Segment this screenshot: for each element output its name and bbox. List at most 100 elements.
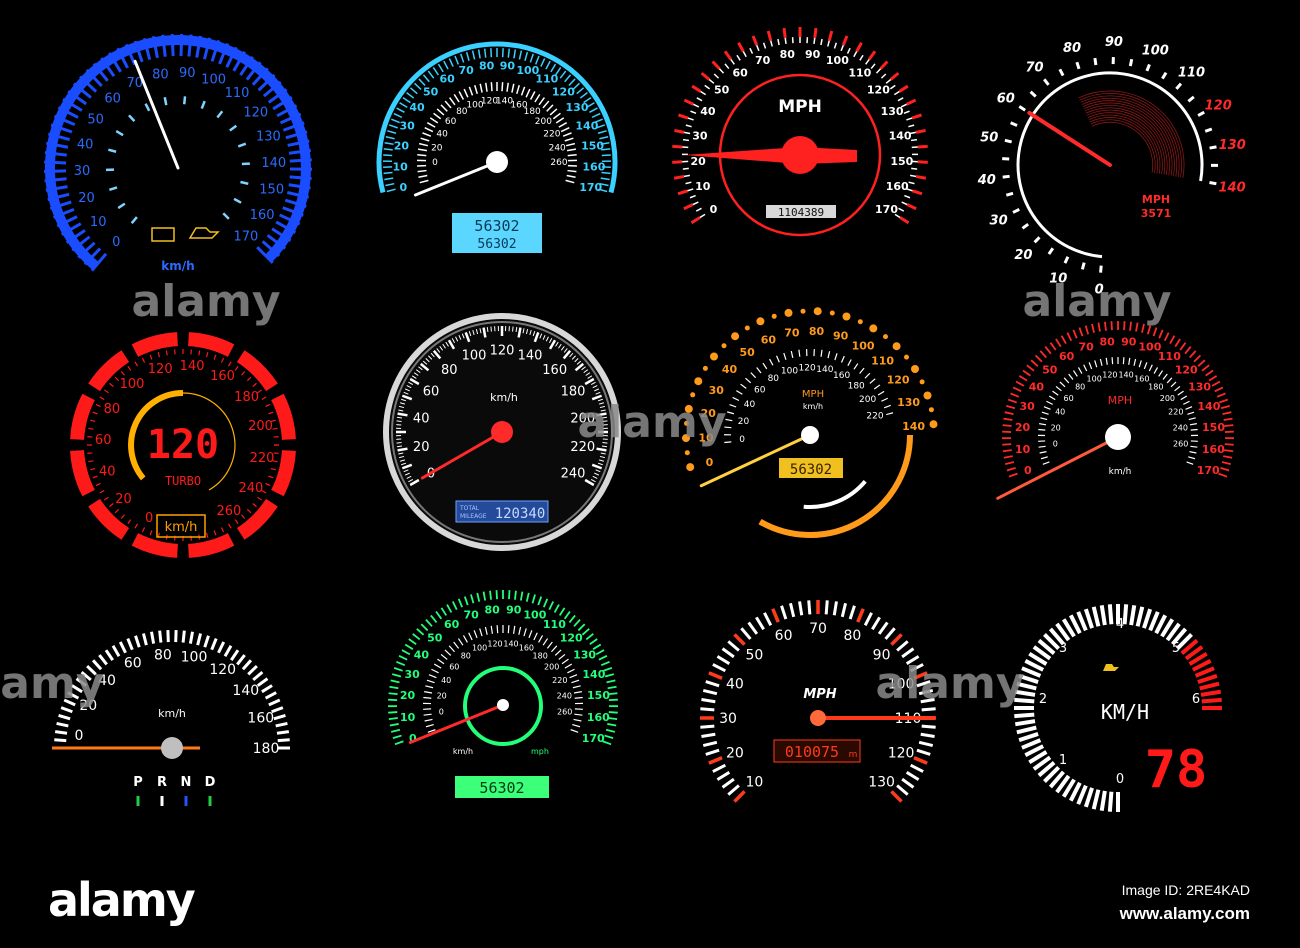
fine-tick <box>213 530 217 536</box>
tach-bar <box>1194 666 1215 678</box>
inner-tick <box>431 668 439 674</box>
ring-tick <box>133 40 144 63</box>
fine-tick <box>120 514 125 519</box>
red-tick <box>1006 404 1016 410</box>
orange-dot <box>892 342 901 351</box>
minor-tick <box>422 360 428 365</box>
minor-tick <box>601 413 607 415</box>
ring-tick <box>702 740 718 748</box>
minor-tick <box>585 372 591 376</box>
needle <box>684 147 857 164</box>
red-tick <box>917 144 928 149</box>
kmh-label: 140 <box>503 639 518 648</box>
fine-tick <box>90 419 96 423</box>
green-tick <box>495 590 498 600</box>
speed-label: 80 <box>441 363 458 378</box>
speed-label: 60 <box>124 656 142 672</box>
white-tick <box>704 84 711 90</box>
ring-tick <box>712 763 727 773</box>
mph-label: 130 <box>566 101 589 114</box>
ring-tick <box>271 227 292 242</box>
fine-tick <box>127 519 132 524</box>
minor-tick <box>579 363 584 368</box>
ring-tick <box>909 763 924 773</box>
green-tick <box>388 717 398 721</box>
orange-dot <box>829 310 835 316</box>
fine-tick <box>220 527 225 533</box>
ring-tick <box>60 222 82 236</box>
ring-tick <box>700 724 715 729</box>
inner-tick <box>560 127 570 133</box>
minor-tick <box>408 381 414 386</box>
green-tick <box>435 610 443 620</box>
green-tick <box>390 679 400 684</box>
inner-tick <box>1128 357 1131 365</box>
tach-bar <box>1048 627 1065 646</box>
fine-tick <box>261 396 267 401</box>
minor-tick <box>597 462 603 466</box>
green-tick <box>573 619 581 627</box>
fine-tick <box>114 508 120 514</box>
speed-label: 140 <box>261 156 286 171</box>
outer-tick <box>513 49 517 59</box>
speed-label: 120 <box>867 84 890 97</box>
red-tick <box>1034 354 1043 363</box>
red-major-tick <box>856 608 865 623</box>
outer-tick <box>594 118 603 124</box>
orange-dot <box>702 365 708 371</box>
green-tick <box>604 734 614 740</box>
inner-tick <box>474 84 478 95</box>
minor-tick <box>475 329 479 335</box>
green-tick <box>425 619 433 627</box>
inner-tick <box>736 390 743 395</box>
white-tick <box>906 117 913 121</box>
green-tick <box>416 628 425 636</box>
ring-tick <box>256 677 269 687</box>
white-tick <box>713 73 720 79</box>
fine-tick <box>213 354 217 360</box>
white-tick <box>699 213 706 219</box>
inner-tick <box>115 129 124 137</box>
ring-tick <box>67 90 88 106</box>
speed-label: 160 <box>250 208 275 223</box>
ring-tick <box>50 123 73 134</box>
ring-tick <box>230 649 240 661</box>
red-tick <box>1201 364 1210 372</box>
inner-tick <box>567 154 577 157</box>
green-tick <box>604 673 615 678</box>
kmh-label: 260 <box>1173 440 1188 449</box>
outer-tick <box>576 87 585 95</box>
mph-label: 170 <box>1197 464 1220 477</box>
inner-tick <box>418 142 429 147</box>
orange-dot <box>928 407 934 413</box>
ring-tick <box>276 730 290 735</box>
red-tick <box>677 113 689 120</box>
red-tick <box>700 71 711 81</box>
outer-tick <box>448 58 454 67</box>
minor-tick <box>409 378 415 382</box>
minor-tick <box>522 328 525 334</box>
inner-tick <box>437 658 445 665</box>
fine-tick <box>92 475 98 479</box>
ring-tick <box>141 633 148 646</box>
minor-tick <box>532 331 536 337</box>
inner-tick <box>542 100 550 109</box>
rpm-label: 5 <box>1172 641 1180 656</box>
needle <box>996 435 1120 500</box>
red-tick <box>1223 417 1233 421</box>
white-tick <box>827 40 830 47</box>
mph-title: MPH <box>778 97 822 117</box>
mileage-label: TOTAL <box>459 505 480 512</box>
ring-tick <box>90 252 108 272</box>
tach-bar <box>1016 725 1037 735</box>
outer-tick <box>529 53 534 63</box>
tach-bar <box>1091 789 1101 810</box>
speed-label: 40 <box>700 105 716 118</box>
green-tick <box>476 592 481 602</box>
outer-tick <box>432 67 439 76</box>
white-tick <box>903 110 910 115</box>
red-tick <box>899 216 910 225</box>
outer-tick <box>518 50 523 60</box>
speed-label: 120 <box>148 362 173 377</box>
